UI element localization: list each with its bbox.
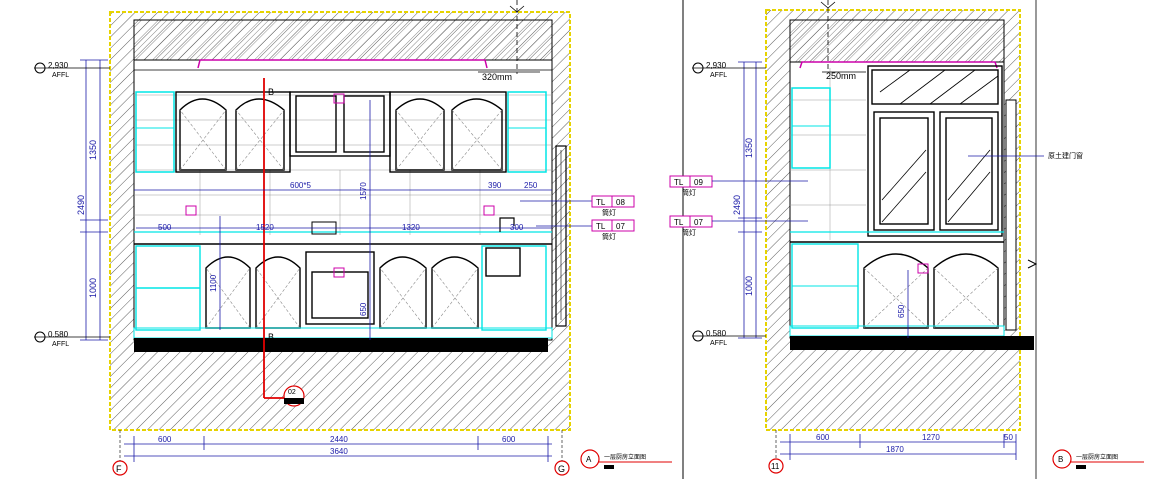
window-door-unit-b bbox=[867, 65, 1003, 237]
dim-b-2490: 2490 bbox=[732, 195, 742, 215]
dim-1570: 1570 bbox=[359, 182, 368, 200]
level-top-unit: AFFL bbox=[52, 72, 69, 79]
level-marker-top-a: 2,930 AFFL bbox=[34, 61, 110, 79]
title-block-a: A 一层厨房立面图 bbox=[580, 449, 672, 469]
door-note: 原土建门窗 bbox=[1048, 151, 1083, 160]
dim-250: 250 bbox=[524, 181, 538, 190]
tag-sub: 筒灯 bbox=[682, 188, 696, 197]
level-top-value-b: 2,930 bbox=[706, 61, 727, 70]
axis-f-label: F bbox=[116, 464, 122, 474]
dim-1350: 1350 bbox=[88, 140, 98, 160]
title-letter-a: A bbox=[586, 455, 592, 464]
tag-num: 08 bbox=[616, 198, 625, 207]
tag-code: TL bbox=[674, 178, 684, 187]
tag-sub: 筒灯 bbox=[602, 208, 616, 217]
tag-sub: 筒灯 bbox=[602, 232, 616, 241]
title-text-b: 一层厨房立面图 bbox=[1076, 453, 1118, 461]
tag-tl-08: TL 08 筒灯 bbox=[520, 195, 635, 217]
dim-500: 500 bbox=[158, 223, 172, 232]
note-250mm: 250mm bbox=[826, 71, 856, 81]
tag-num: 09 bbox=[694, 178, 703, 187]
dim-1320: 1320 bbox=[402, 223, 420, 232]
ceiling-soffit-b bbox=[789, 19, 1005, 63]
dim-bottom-total: 3640 bbox=[330, 447, 348, 456]
dim-b-650: 650 bbox=[897, 304, 906, 318]
dim-650: 650 bbox=[359, 302, 368, 316]
tag-code: TL bbox=[674, 218, 684, 227]
floor-band-a bbox=[134, 338, 548, 352]
dim-2490: 2490 bbox=[76, 195, 86, 215]
dim-600x5: 600*5 bbox=[290, 181, 311, 190]
title-text-a: 一层厨房立面图 bbox=[604, 453, 646, 461]
level-top-value: 2,930 bbox=[48, 61, 69, 70]
cornice-a bbox=[197, 59, 488, 69]
ceiling-soffit-a bbox=[133, 19, 553, 61]
level-marker-top-b: 2,930 AFFL bbox=[692, 61, 766, 79]
dim-bottom-600-right: 600 bbox=[502, 435, 516, 444]
dim-390: 390 bbox=[488, 181, 502, 190]
dim-300: 300 bbox=[510, 223, 524, 232]
section-mark-bottom: B bbox=[268, 332, 274, 342]
axis-g-label: G bbox=[558, 464, 565, 474]
elevation-a: B B 02 1350 2490 1000 1100 1570 650 2,93… bbox=[34, 0, 672, 476]
interior-area-b bbox=[789, 61, 1005, 339]
tag-num: 07 bbox=[616, 222, 625, 231]
tag-sub: 筒灯 bbox=[682, 228, 696, 237]
axis-marker-11 bbox=[768, 458, 784, 474]
tag-code: TL bbox=[596, 198, 606, 207]
dim-b-1000: 1000 bbox=[744, 276, 754, 296]
level-bottom-value: 0.580 bbox=[48, 330, 69, 339]
level-marker-bottom-b: 0.580 AFFL bbox=[692, 329, 766, 347]
elevation-b: 原土建门窗 1350 2490 1000 bbox=[669, 0, 1144, 479]
floor-band-b bbox=[790, 336, 1034, 350]
level-marker-bottom-a: 0.580 AFFL bbox=[34, 330, 110, 348]
tag-tl-07: TL 07 筒灯 bbox=[536, 219, 635, 241]
level-bottom-value-b: 0.580 bbox=[706, 329, 727, 338]
dim-b-bottom-total: 1870 bbox=[886, 445, 904, 454]
dim-b-bottom-1270: 1270 bbox=[922, 433, 940, 442]
dim-b-1350: 1350 bbox=[744, 138, 754, 158]
level-bottom-unit: AFFL bbox=[52, 341, 69, 348]
dim-1520: 1520 bbox=[256, 223, 274, 232]
axis-11-label: 11 bbox=[771, 462, 780, 471]
dim-b-bottom-600: 600 bbox=[816, 433, 830, 442]
tag-num: 07 bbox=[694, 218, 703, 227]
dim-1000: 1000 bbox=[88, 278, 98, 298]
level-top-unit-b: AFFL bbox=[710, 72, 727, 79]
title-block-b: B 一层厨房立面图 bbox=[1052, 449, 1144, 469]
dim-b-bottom-50: 50 bbox=[1004, 433, 1013, 442]
level-bottom-unit-b: AFFL bbox=[710, 340, 727, 347]
note-320mm: 320mm bbox=[482, 72, 512, 82]
upper-cabinets-a bbox=[175, 91, 507, 173]
tag-code: TL bbox=[596, 222, 606, 231]
dim-1100: 1100 bbox=[209, 274, 218, 292]
section-mark-top: B bbox=[268, 87, 274, 97]
tag-b-tl-07: TL 07 筒灯 bbox=[669, 215, 808, 237]
title-letter-b: B bbox=[1058, 455, 1063, 464]
tag-b-tl-09: TL 09 筒灯 bbox=[669, 175, 808, 197]
section-circle-number: 02 bbox=[288, 389, 296, 396]
dim-bottom-600-left: 600 bbox=[158, 435, 172, 444]
dim-bottom-2440: 2440 bbox=[330, 435, 348, 444]
